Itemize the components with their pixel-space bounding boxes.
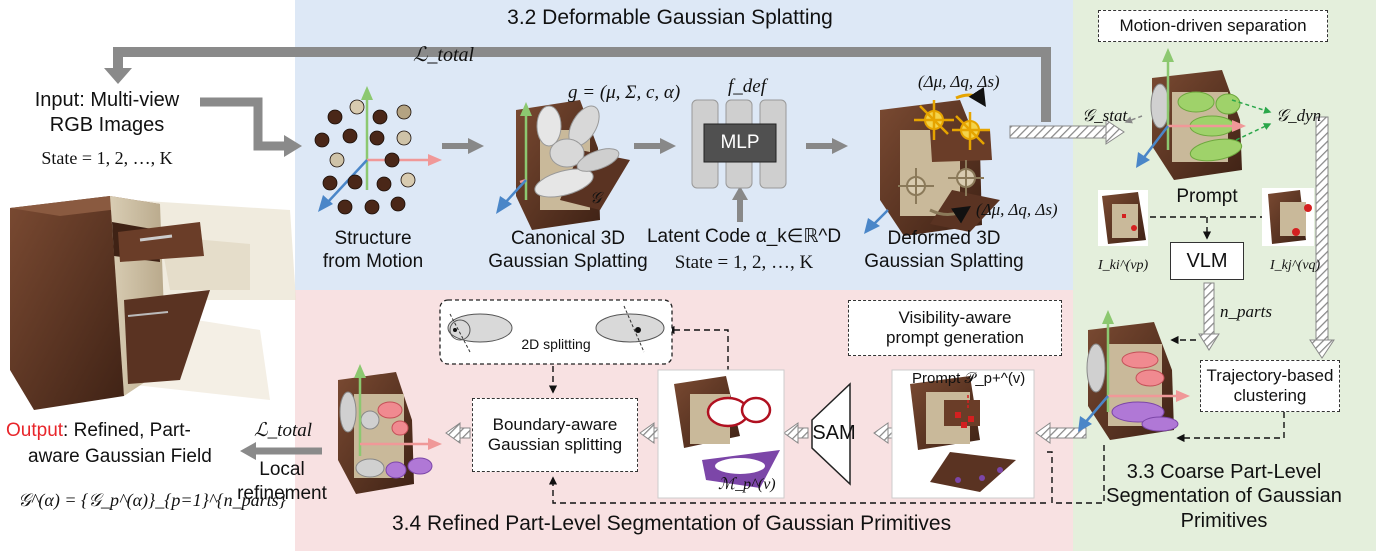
hatched-arrow-sam-to-mask xyxy=(783,422,809,444)
hatched-arrow-vlm-down xyxy=(1198,282,1220,351)
boundary-line1: Boundary-aware xyxy=(492,414,618,434)
deformed-gaussians xyxy=(864,87,1000,236)
canonical-line1: Canonical 3D xyxy=(510,228,626,249)
deformed-label: Deformed 3D Gaussian Splatting xyxy=(864,228,1024,274)
local-refinement-label: Local refinement xyxy=(237,458,327,506)
split2d-illustration xyxy=(439,299,673,365)
pipeline-arrow-3 xyxy=(806,138,848,154)
sfm-axes xyxy=(318,86,442,212)
coarse-title-line2: Segmentation of Gaussian xyxy=(1106,485,1342,508)
deformed-line2: Gaussian Splatting xyxy=(864,250,1024,272)
deformed-line1: Deformed 3D xyxy=(887,228,1001,249)
hatched-arrow-gdyn-to-traj xyxy=(1309,116,1335,359)
vis-line1: Visibility-aware xyxy=(898,307,1012,327)
boundary-line2: Gaussian splitting xyxy=(487,435,623,454)
local-line1: Local xyxy=(259,459,305,480)
prompt-image-right xyxy=(1262,188,1314,246)
loss-label-top: ℒ_total xyxy=(413,44,474,67)
canonical-gaussian-equation: g = (μ, Σ, c, α) xyxy=(568,82,681,103)
dashed-coarse-to-boundary xyxy=(553,445,1105,504)
delta-label-bottom: (Δμ, Δq, Δs) xyxy=(976,200,1058,219)
split2d-label: 2D splitting xyxy=(521,336,591,352)
prompt-point-panel xyxy=(891,369,1035,499)
hatched-arrow-coarse-to-prompt xyxy=(1035,422,1087,444)
motion-separation-title: Motion-driven separation xyxy=(1119,15,1307,35)
motion-separated-gaussians xyxy=(1124,48,1272,180)
visibility-prompt-box: Visibility-aware prompt generation xyxy=(848,300,1062,356)
fdef-label: f_def xyxy=(728,76,766,97)
canonical-line2: Gaussian Splatting xyxy=(488,250,648,272)
input-state: State = 1, 2, …, K xyxy=(41,148,173,168)
output-label: Output: Refined, Part- xyxy=(6,420,191,442)
latent-code-label: Latent Code α_k∈ℝ^D xyxy=(646,226,842,247)
sfm-line1: Structure xyxy=(334,228,412,249)
canonical-gaussians xyxy=(496,100,630,230)
trajectory-clustering-box: Trajectory-based clustering xyxy=(1200,360,1340,412)
sfm-line2: from Motion xyxy=(322,250,424,272)
vlm-box: VLM xyxy=(1170,242,1244,280)
vis-line2: prompt generation xyxy=(886,328,1024,347)
sam-block xyxy=(811,382,851,486)
loss-label-refine: ℒ_total xyxy=(254,420,313,441)
boundary-splitting-box: Boundary-aware Gaussian splitting xyxy=(472,398,638,472)
prompt-p-label: Prompt 𝒫_p+^(v) xyxy=(912,370,1026,387)
image-label-left: I_ki^(vp) xyxy=(1098,258,1149,273)
traj-line1: Trajectory-based xyxy=(1206,365,1334,385)
traj-line2: clustering xyxy=(1233,386,1307,405)
section-title-coarse: 3.3 Coarse Part-Level Segmentation of Ga… xyxy=(1106,460,1342,533)
output-word: Output xyxy=(6,420,64,441)
coarse-title-line3: Primitives xyxy=(1180,509,1268,532)
mlp-state-label: State = 1, 2, …, K xyxy=(674,252,814,273)
section-title-deformable: 3.2 Deformable Gaussian Splatting xyxy=(507,6,833,29)
nparts-label: n_parts xyxy=(1220,302,1272,321)
pipeline-arrow-2 xyxy=(634,138,676,154)
mlp-text: MLP xyxy=(720,132,760,153)
motion-separation-box: Motion-driven separation xyxy=(1098,10,1328,42)
latent-arrow xyxy=(732,186,748,222)
local-line2: refinement xyxy=(237,482,327,504)
section-title-refined: 3.4 Refined Part-Level Segmentation of G… xyxy=(392,512,952,535)
output-label-line2: aware Gaussian Field xyxy=(28,446,212,467)
input-to-sfm-arrow xyxy=(200,97,286,151)
coarse-title-line1: 3.3 Coarse Part-Level xyxy=(1126,461,1322,483)
delta-label-top: (Δμ, Δq, Δs) xyxy=(918,72,1000,91)
image-label-right: I_kj^(vq) xyxy=(1270,258,1321,273)
coarse-part-gaussians xyxy=(1078,310,1190,440)
dashed-mask-to-split2d xyxy=(666,325,729,372)
sfm-point-cloud xyxy=(314,99,416,215)
canonical-label: Canonical 3D Gaussian Splatting xyxy=(488,228,648,274)
hatched-arrow-deformed-to-motion xyxy=(1009,119,1125,145)
mask-label: ℳ_p^(v) xyxy=(718,476,776,493)
vlm-text: VLM xyxy=(1186,250,1228,272)
mask-panel xyxy=(657,369,785,499)
hatched-arrow-boundary-to-refined xyxy=(445,422,471,444)
prompt-image-left xyxy=(1098,190,1148,246)
loss-top-text: ℒ_total xyxy=(413,44,475,66)
sam-label: SAM xyxy=(812,422,856,444)
input-label: Input: Multi-view RGB Images xyxy=(35,88,180,138)
gstat-label: 𝒢_stat xyxy=(1082,106,1128,125)
pipeline-arrow-1 xyxy=(442,138,484,154)
gdyn-label: 𝒢_dyn xyxy=(1276,106,1322,125)
input-cabinet xyxy=(10,196,296,410)
prompt-label: Prompt xyxy=(1176,186,1238,207)
dashed-traj-loop xyxy=(1176,412,1285,443)
input-line1: Input: Multi-view xyxy=(34,89,180,111)
output-arrow xyxy=(240,442,322,460)
loss-feedback-arrow xyxy=(113,47,1051,122)
canonical-gaussian-set: 𝒢 xyxy=(590,190,602,207)
output-rest: : Refined, Part- xyxy=(63,420,191,441)
input-line2: RGB Images xyxy=(49,114,165,136)
mlp-block xyxy=(691,99,787,189)
refined-part-gaussians xyxy=(338,364,442,494)
sfm-label: Structure from Motion xyxy=(323,228,423,274)
output-formula: 𝒢^(α) = {𝒢_p^(α)}_{p=1}^{n_parts} xyxy=(18,490,286,510)
